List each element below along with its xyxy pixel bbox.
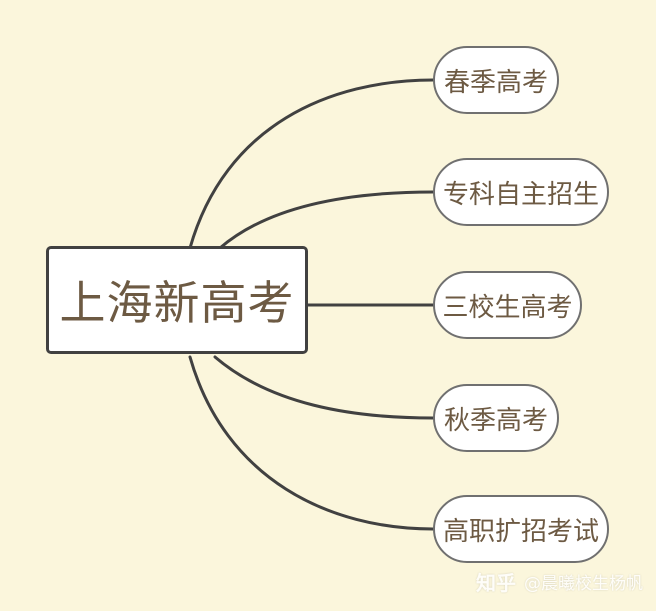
subtopic-label: 三校生高考	[442, 292, 573, 323]
central-topic-node[interactable]: 上海新高考	[46, 246, 308, 354]
subtopic-label: 高职扩招考试	[442, 516, 599, 547]
zhihu-watermark: 知乎 @晨曦校生杨帆	[476, 562, 650, 600]
subtopic-node-sanxiaosheng-gaokao[interactable]: 三校生高考	[433, 271, 582, 339]
watermark-brand: 知乎	[476, 570, 516, 595]
subtopic-label: 专科自主招生	[442, 179, 599, 210]
connector-to-gaozhi	[188, 355, 435, 531]
subtopic-label: 春季高考	[443, 67, 548, 98]
subtopic-label: 秋季高考	[443, 405, 548, 436]
subtopic-node-gaozhi-kuozhao[interactable]: 高职扩招考试	[433, 495, 609, 563]
connector-to-qiuji	[213, 355, 435, 420]
connector-to-chunji	[188, 78, 435, 250]
watermark-author: @晨曦校生杨帆	[524, 573, 643, 594]
subtopic-node-zhuanke-zizhu-zhaosheng[interactable]: 专科自主招生	[433, 158, 609, 226]
subtopic-node-chunji-gaokao[interactable]: 春季高考	[433, 46, 559, 114]
central-topic-label: 上海新高考	[59, 276, 295, 330]
subtopic-node-qiuji-gaokao[interactable]: 秋季高考	[433, 384, 559, 452]
connector-to-zhuanke	[218, 190, 435, 250]
